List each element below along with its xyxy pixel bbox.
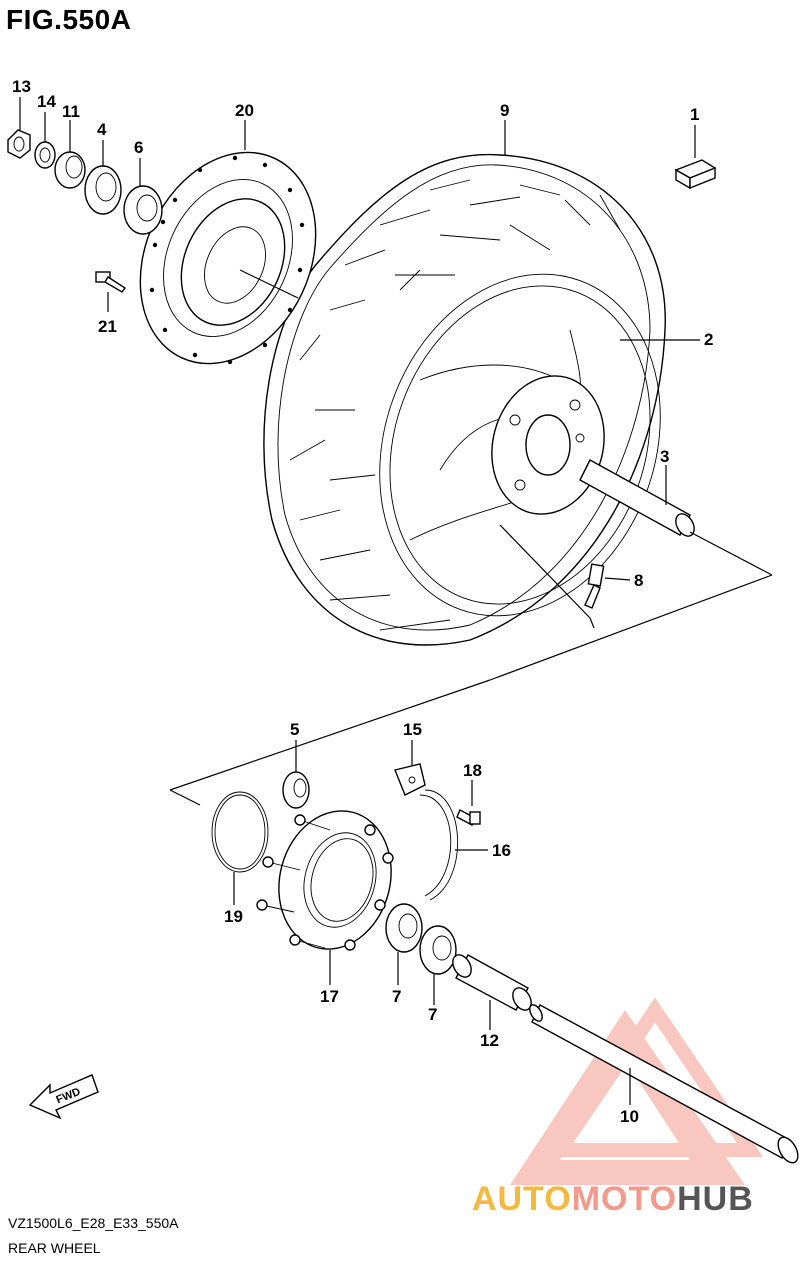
callout-4: 4 [97,120,107,139]
callout-20: 20 [235,101,254,120]
callout-10: 10 [620,1107,639,1126]
watermark-brand: AUTOMOTOHUB [472,1180,754,1219]
brand-part-auto: AUTO [472,1180,572,1218]
callout-7b: 7 [428,1005,437,1024]
spacer-5 [282,771,310,809]
spacer-12 [452,954,532,1011]
axle-10 [529,1004,799,1164]
callout-9: 9 [500,101,509,120]
lock-plate-15 [394,763,426,796]
figure-name: REAR WHEEL [8,1240,101,1256]
brand-part-hub: HUB [677,1180,754,1218]
callout-7a: 7 [392,987,401,1006]
bolt-21 [95,271,127,293]
clip-16 [419,789,458,901]
callout-1: 1 [690,105,699,124]
driven-hub-17 [256,810,394,951]
callout-6: 6 [134,138,143,157]
callout-5: 5 [290,720,299,739]
fwd-arrow-icon: FWD [28,1074,99,1120]
bolt-18 [456,809,481,826]
callout-16: 16 [492,841,511,860]
leader-lines [19,97,773,806]
valve-8 [584,563,605,609]
bearing-6 [123,185,163,235]
callout-3: 3 [660,447,669,466]
rear-tire [263,153,666,646]
seal-4 [84,165,122,215]
bearing-7a [385,903,423,953]
brand-part-moto: MOTO [571,1180,678,1218]
collar-11 [54,151,86,189]
callout-8: 8 [634,571,643,590]
callout-17: 17 [320,987,339,1006]
callout-numbers: 13 14 11 4 6 20 21 9 1 2 3 8 5 15 18 16 … [12,77,713,1126]
label-part-1 [674,159,717,190]
leader-lines-lower [233,740,631,1105]
watermark-triangle-icon [510,997,764,1185]
axle-spacer [579,459,695,537]
callout-12: 12 [480,1031,499,1050]
callout-13: 13 [12,77,31,96]
callout-19: 19 [224,907,243,926]
brake-disc [139,151,317,365]
o-ring-19 [211,791,269,873]
bearing-7b [419,925,457,975]
figure-code: VZ1500L6_E28_E33_550A [8,1215,179,1231]
washer-14 [34,141,56,169]
figure-title: FIG.550A [6,4,132,35]
callout-2: 2 [704,330,713,349]
callout-14: 14 [37,92,56,111]
nut-13 [7,129,31,159]
callout-15: 15 [403,720,422,739]
callout-18: 18 [463,761,482,780]
callout-21: 21 [98,317,117,336]
callout-11: 11 [62,102,80,121]
